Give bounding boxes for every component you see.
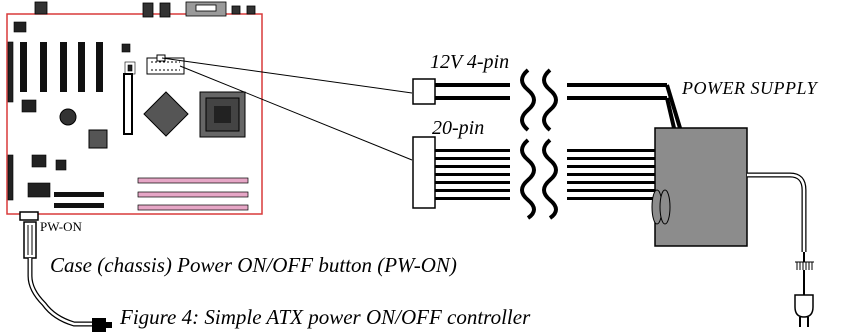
board-components — [7, 21, 136, 201]
leader-4pin — [161, 57, 413, 94]
label-20pin: 20-pin — [432, 117, 485, 139]
pw-on-switch — [92, 318, 106, 332]
ac-plug-icon — [794, 294, 814, 318]
northbridge-chip — [143, 91, 189, 137]
pw-on-cable — [23, 221, 112, 332]
pw-on-connector — [23, 221, 37, 259]
cord-strain-relief — [795, 261, 814, 270]
label-power-button-desc: Case (chassis) Power ON/OFF button (PW-O… — [50, 253, 457, 277]
cable-break-upper — [520, 68, 558, 132]
cpu-socket — [199, 91, 246, 138]
pw-on-header — [19, 211, 39, 221]
ac-cord — [747, 172, 807, 252]
io-ports — [34, 1, 256, 18]
leader-20pin — [179, 65, 413, 161]
connector-4pin-plug — [412, 78, 436, 105]
battery — [59, 108, 77, 126]
figure-caption: Figure 4: Simple ATX power ON/OFF contro… — [120, 305, 531, 329]
label-pw-on: PW-ON — [40, 219, 82, 234]
cable-break-lower — [520, 138, 558, 220]
motherboard — [6, 1, 263, 221]
connector-20pin-plug — [412, 136, 436, 209]
ide-headers — [54, 192, 104, 208]
agp-slot — [123, 73, 133, 135]
psu-box — [654, 127, 748, 247]
psu-fan-right — [659, 189, 671, 225]
bios-chip — [88, 129, 108, 149]
label-12v-4pin: 12V 4-pin — [430, 51, 510, 73]
power-supply-unit — [651, 127, 814, 327]
pci-slots — [20, 42, 103, 92]
ram-slots — [137, 177, 249, 211]
label-power-supply: POWER SUPPLY — [682, 78, 818, 98]
cable-4pin — [412, 78, 682, 129]
cable-20pin — [412, 136, 655, 209]
atx-20pin-header — [146, 57, 185, 75]
